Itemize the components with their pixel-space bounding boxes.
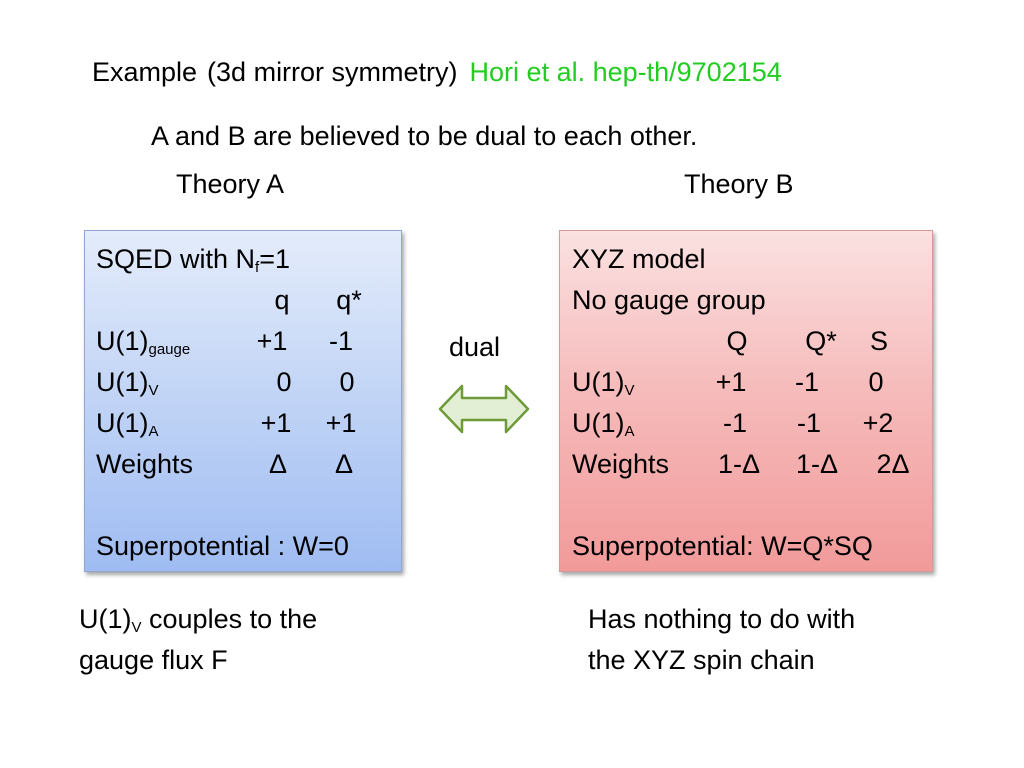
theory-a-row-gauge: U(1)gauge +1 -1 (85, 325, 401, 357)
cell-value: Δ (334, 449, 354, 479)
theory-a-row-v: U(1)V 0 0 (85, 366, 401, 398)
slide-subtitle: A and B are believed to be dual to each … (151, 121, 698, 151)
theory-b-row-v: U(1)V +1 -1 0 (560, 366, 932, 398)
theory-b-box: XYZ model No gauge group Q Q* S U(1)V +1… (559, 230, 933, 572)
theory-a-heading-sub: f (255, 259, 260, 276)
cell-value: -1 (794, 367, 820, 397)
theory-a-col-q: q (274, 285, 290, 315)
theory-a-note: U(1)V couples to the gauge flux F (79, 599, 317, 681)
theory-a-note-line1: U(1)V couples to the (79, 604, 318, 636)
theory-b-column-headers: Q Q* S (560, 325, 932, 357)
theory-b-superpotential: Superpotential: W=Q*SQ (572, 531, 873, 561)
cell-value: +1 (260, 408, 292, 438)
cell-value: +1 (325, 408, 357, 438)
cell-value: 1-Δ (717, 449, 761, 479)
row-name: U(1)A (572, 408, 635, 440)
double-arrow-icon (438, 383, 530, 435)
cell-value: +2 (862, 408, 894, 438)
title-prefix: Example (92, 57, 198, 87)
theory-b-note-line2: the XYZ spin chain (588, 645, 815, 675)
theory-b-row-weights: Weights 1-Δ 1-Δ 2Δ (560, 448, 932, 480)
theory-a-column-headers: q q* (85, 284, 401, 316)
cell-value: 2Δ (876, 449, 910, 479)
dual-label: dual (449, 332, 501, 362)
cell-value: 0 (339, 367, 355, 397)
theory-a-note-line2: gauge flux F (79, 645, 228, 675)
cell-value: -1 (328, 326, 354, 356)
title-reference: Hori et al. hep-th/9702154 (469, 57, 782, 87)
row-name: U(1)V (96, 367, 159, 399)
row-name: Weights (96, 449, 194, 479)
theory-b-label: Theory B (684, 169, 794, 199)
theory-a-heading: SQED with Nf=1 (96, 243, 290, 275)
theory-a-row-a: U(1)A +1 +1 (85, 407, 401, 439)
cell-value: -1 (722, 408, 748, 438)
cell-value: 0 (868, 367, 884, 397)
theory-a-row-weights: Weights Δ Δ (85, 448, 401, 480)
theory-a-label: Theory A (176, 169, 285, 199)
theory-a-box: SQED with Nf=1 q q* U(1)gauge +1 -1 U(1)… (84, 230, 402, 572)
cell-value: +1 (256, 326, 288, 356)
theory-b-note: Has nothing to do with the XYZ spin chai… (588, 599, 855, 681)
cell-value: 0 (276, 367, 292, 397)
theory-a-heading-tail: =1 (259, 244, 291, 274)
slide-title: Example (3d mirror symmetry) Hori et al. h… (92, 56, 782, 88)
theory-a-col-qstar: q* (336, 285, 362, 315)
cell-value: -1 (796, 408, 822, 438)
theory-a-superpotential: Superpotential : W=0 (96, 531, 349, 561)
row-name: Weights (572, 449, 670, 479)
theory-b-col-Qstar: Q* (805, 326, 837, 356)
theory-b-col-S: S (869, 326, 889, 356)
cell-value: 1-Δ (795, 449, 839, 479)
title-subject: (3d mirror symmetry) (207, 57, 458, 87)
theory-b-heading2: No gauge group (572, 285, 766, 315)
theory-b-row-a: U(1)A -1 -1 +2 (560, 407, 932, 439)
row-name: U(1)A (96, 408, 159, 440)
row-name: U(1)V (572, 367, 635, 399)
row-name: U(1)gauge (96, 326, 191, 358)
theory-b-note-line1: Has nothing to do with (588, 604, 856, 634)
cell-value: +1 (715, 367, 747, 397)
theory-a-heading-text: SQED with N (96, 244, 256, 274)
cell-value: Δ (268, 449, 288, 479)
theory-b-col-Q: Q (726, 326, 748, 356)
theory-b-heading: XYZ model (572, 244, 706, 274)
